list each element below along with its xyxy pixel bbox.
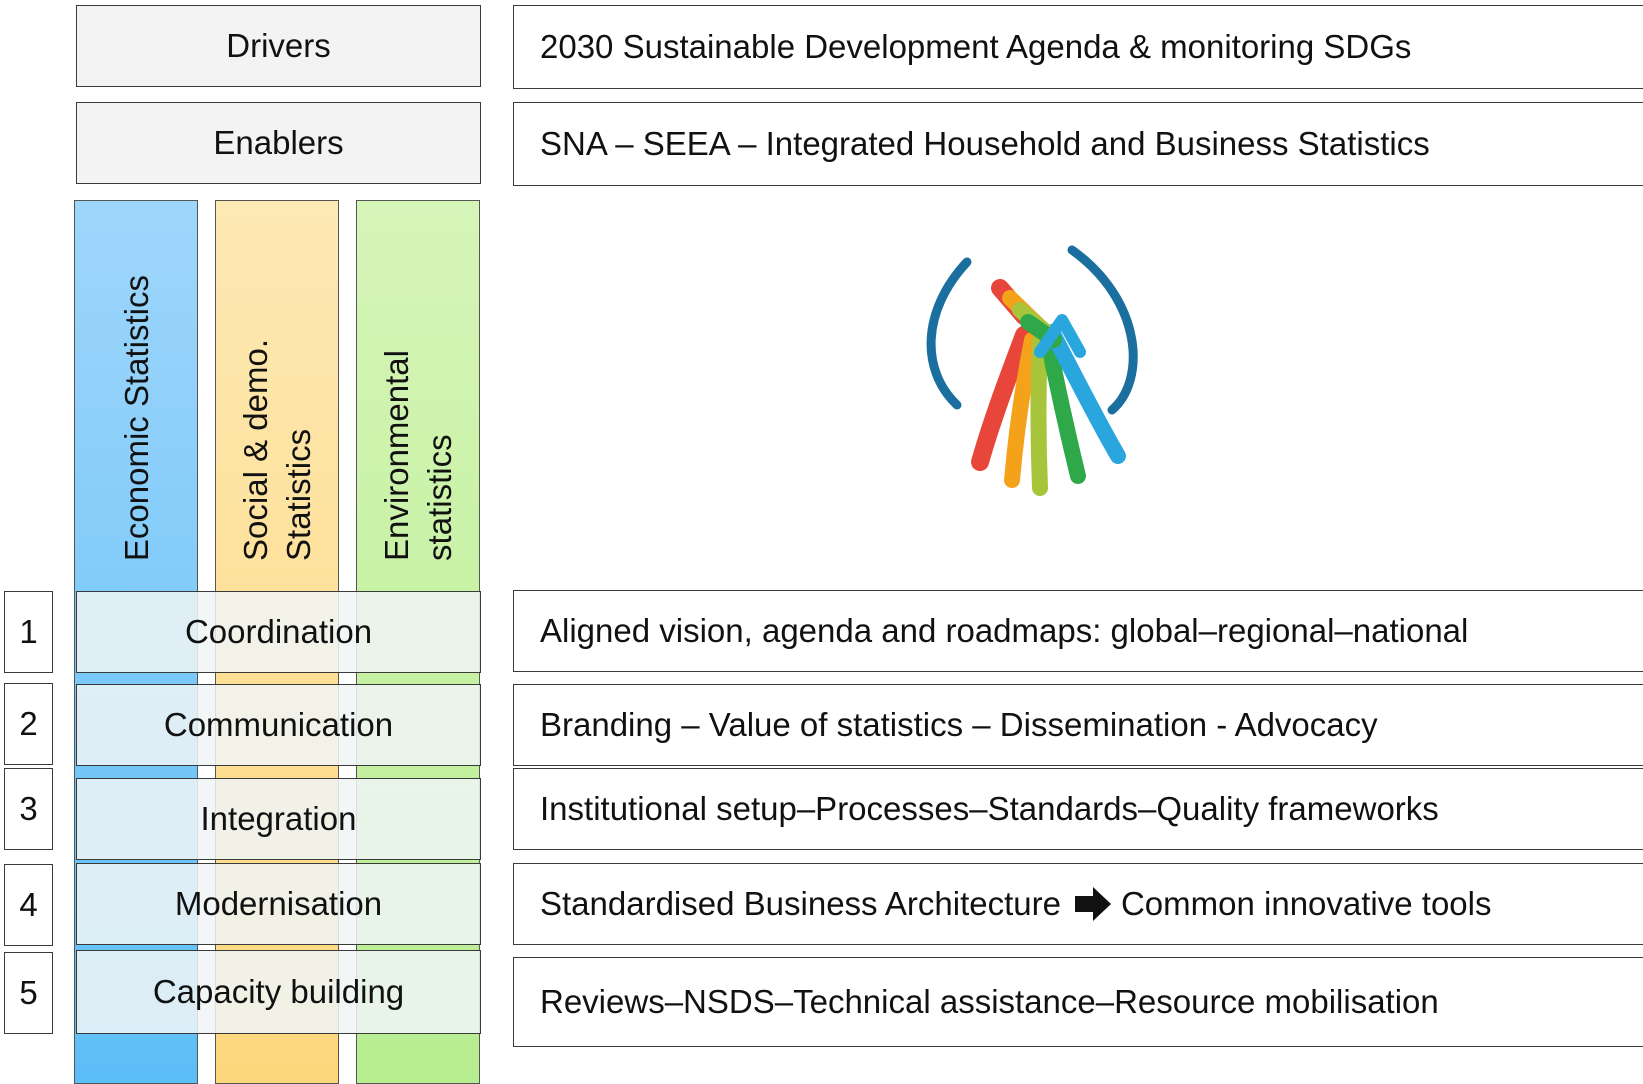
- layer-capacity-building: Capacity building: [76, 950, 481, 1034]
- logo-right-arc: [1067, 245, 1138, 415]
- drivers-label: Drivers: [226, 27, 331, 64]
- layer-modernisation-description-after: Common innovative tools: [1120, 885, 1492, 922]
- pillar-environmental-label: Environmental statistics: [378, 350, 458, 561]
- layer-capacity-building-description: Reviews–NSDS–Technical assistance–Resour…: [540, 983, 1439, 1020]
- logo-left-arc: [926, 257, 972, 410]
- logo-arrow-head: [1034, 314, 1086, 358]
- layer-number-2: 2: [4, 683, 53, 765]
- sdg-statistics-hand-logo: [926, 245, 1138, 496]
- layer-integration-description-box: Institutional setup–Processes–Standards–…: [513, 768, 1643, 850]
- layer-integration-description: Institutional setup–Processes–Standards–…: [540, 790, 1439, 827]
- logo-green-stroke: [1040, 332, 1086, 484]
- logo-blue-stroke: [1044, 324, 1126, 464]
- pillar-economic-label: Economic Statistics: [117, 274, 155, 561]
- drivers-description: 2030 Sustainable Development Agenda & mo…: [540, 28, 1412, 65]
- layer-communication-description-box: Branding – Value of statistics – Dissemi…: [513, 684, 1643, 766]
- layer-number-4: 4: [4, 864, 53, 946]
- layer-coordination-description: Aligned vision, agenda and roadmaps: glo…: [540, 612, 1469, 649]
- layer-communication-description: Branding – Value of statistics – Dissemi…: [540, 706, 1378, 743]
- drivers-description-box: 2030 Sustainable Development Agenda & mo…: [513, 5, 1643, 89]
- logo-lime-stroke: [1030, 334, 1048, 496]
- enablers-description-box: SNA – SEEA – Integrated Household and Bu…: [513, 102, 1643, 186]
- layer-number-5: 5: [4, 952, 53, 1034]
- layer-number-3: 3: [4, 768, 53, 850]
- enablers-description: SNA – SEEA – Integrated Household and Bu…: [540, 125, 1430, 162]
- layer-modernisation-description-box: Standardised Business Architecture Commo…: [513, 863, 1643, 945]
- layer-communication-label: Communication: [163, 706, 394, 743]
- pillar-social-label: Social & demo. Statistics: [237, 339, 317, 561]
- layer-capacity-building-description-box: Reviews–NSDS–Technical assistance–Resour…: [513, 957, 1643, 1047]
- enablers-label: Enablers: [213, 124, 344, 161]
- logo-orange-stroke: [1004, 332, 1040, 488]
- layer-number-1: 1: [4, 591, 53, 673]
- layer-coordination-label: Coordination: [184, 613, 373, 650]
- layer-coordination: Coordination: [76, 591, 481, 673]
- layer-integration-label: Integration: [200, 800, 357, 837]
- right-arrow-icon: [1074, 887, 1111, 921]
- layer-communication: Communication: [76, 684, 481, 766]
- layer-modernisation-label: Modernisation: [174, 885, 383, 922]
- enablers-label-box: Enablers: [76, 102, 481, 184]
- layer-capacity-building-label: Capacity building: [152, 973, 405, 1010]
- layer-integration: Integration: [76, 778, 481, 860]
- drivers-label-box: Drivers: [76, 5, 481, 87]
- layer-modernisation-description-before: Standardised Business Architecture: [540, 885, 1061, 922]
- logo-red-stroke: [971, 326, 1033, 471]
- layer-modernisation: Modernisation: [76, 863, 481, 945]
- layer-coordination-description-box: Aligned vision, agenda and roadmaps: glo…: [513, 590, 1643, 672]
